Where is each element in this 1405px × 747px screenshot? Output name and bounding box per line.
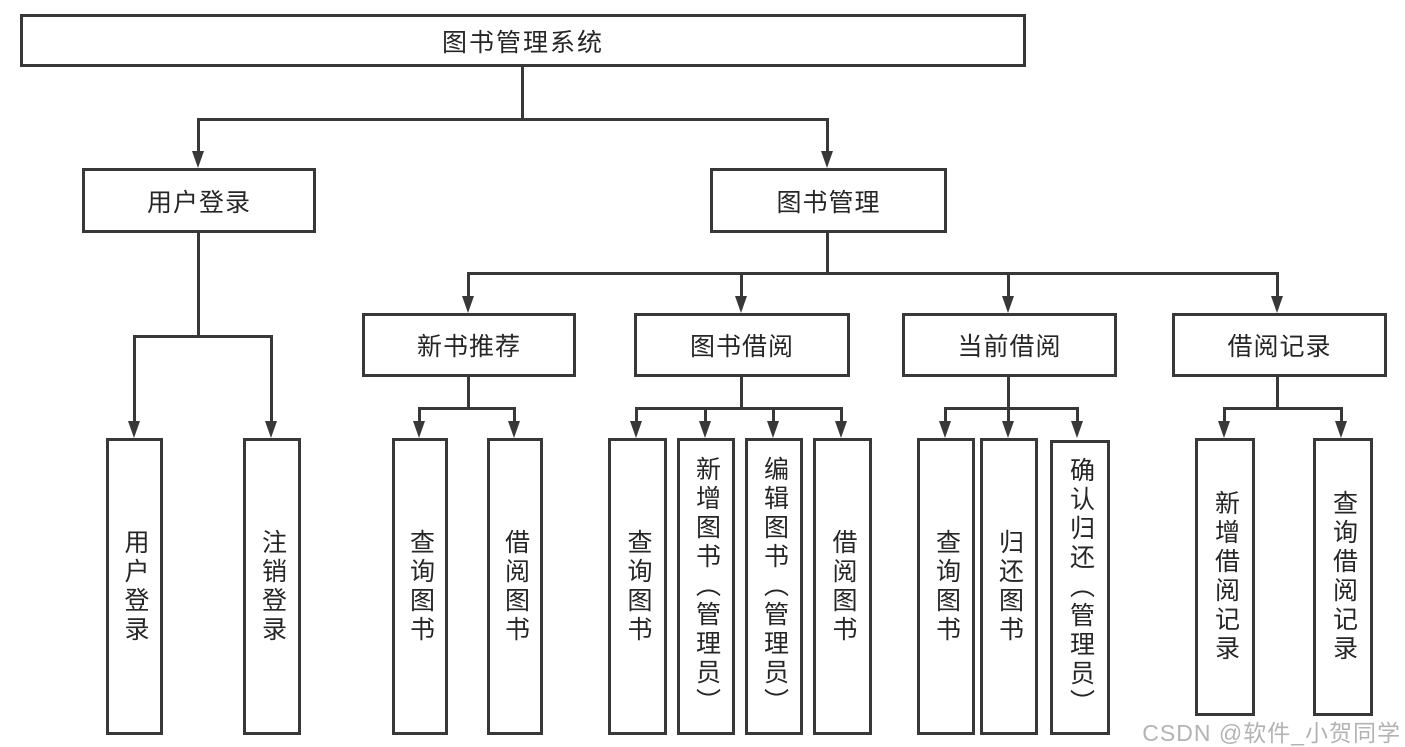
connector-line — [1223, 407, 1343, 410]
connector-line — [944, 407, 1079, 410]
arrow-down-icon — [1071, 421, 1083, 438]
connector-line — [1007, 407, 1010, 421]
node-new-book-recommend-label: 新书推荐 — [416, 333, 521, 361]
connector-line — [826, 233, 829, 272]
node-book-management-label: 图书管理 — [776, 188, 881, 217]
node-current-borrow: 当前借阅 — [902, 313, 1117, 377]
leaf-user-login: 用户登录 — [106, 438, 163, 735]
arrow-down-icon — [192, 151, 204, 168]
arrow-down-icon — [462, 296, 474, 313]
connector-line — [944, 407, 947, 421]
connector-line — [1340, 407, 1343, 421]
connector-line — [521, 67, 524, 118]
arrow-down-icon — [413, 421, 425, 438]
connector-line — [197, 233, 200, 335]
arrow-down-icon — [128, 421, 140, 438]
connector-line — [772, 407, 775, 421]
node-root-label: 图书管理系统 — [441, 28, 604, 57]
leaf-query-books-recommend: 查询图书 — [392, 438, 448, 735]
node-borrow-records: 借阅记录 — [1172, 313, 1387, 377]
csdn-watermark: CSDN @软件_小贺同学 — [1142, 720, 1401, 746]
arrow-down-icon — [735, 296, 747, 313]
arrow-down-icon — [767, 421, 779, 438]
connector-line — [270, 335, 273, 421]
leaf-logout: 注销登录 — [243, 438, 301, 735]
arrow-down-icon — [1335, 421, 1347, 438]
node-new-book-recommend: 新书推荐 — [362, 313, 576, 377]
arrow-down-icon — [1002, 421, 1014, 438]
node-current-borrow-label: 当前借阅 — [957, 333, 1062, 361]
arrow-down-icon — [508, 421, 520, 438]
connector-line — [740, 272, 743, 296]
connector-line — [704, 407, 707, 421]
leaf-borrow-books: 借阅图书 — [813, 438, 872, 735]
arrow-down-icon — [1271, 296, 1283, 313]
arrow-down-icon — [630, 421, 642, 438]
leaf-query-borrow-record: 查询借阅记录 — [1313, 438, 1373, 716]
connector-line — [467, 377, 470, 407]
node-root: 图书管理系统 — [20, 14, 1026, 67]
leaf-borrow-books-recommend: 借阅图书 — [487, 438, 543, 735]
node-book-management: 图书管理 — [710, 168, 947, 233]
leaf-return-book: 归还图书 — [980, 438, 1038, 735]
arrow-down-icon — [265, 421, 277, 438]
leaf-query-books-current: 查询图书 — [917, 438, 975, 735]
connector-line — [1007, 272, 1010, 296]
connector-line — [418, 407, 421, 421]
leaf-edit-book-admin: 编辑图书（管理员） — [745, 438, 803, 735]
connector-line — [826, 118, 829, 151]
connector-line — [740, 377, 743, 407]
leaf-query-books-borrow: 查询图书 — [608, 438, 667, 735]
arrow-down-icon — [835, 421, 847, 438]
connector-line — [840, 407, 843, 421]
connector-line — [418, 407, 515, 410]
node-user-login: 用户登录 — [82, 168, 316, 233]
node-book-borrow-label: 图书借阅 — [689, 333, 794, 361]
connector-line — [197, 118, 200, 151]
connector-line — [197, 118, 828, 121]
arrow-down-icon — [1218, 421, 1230, 438]
arrow-down-icon — [1002, 296, 1014, 313]
connector-line — [1276, 272, 1279, 296]
arrow-down-icon — [699, 421, 711, 438]
connector-line — [635, 407, 842, 410]
connector-line — [513, 407, 516, 421]
leaf-confirm-return-admin: 确认归还（管理员） — [1050, 440, 1110, 735]
connector-line — [133, 335, 136, 421]
connector-line — [1276, 377, 1279, 407]
leaf-add-book-admin: 新增图书（管理员） — [677, 438, 735, 735]
arrow-down-icon — [821, 151, 833, 168]
node-borrow-records-label: 借阅记录 — [1227, 333, 1332, 361]
node-user-login-label: 用户登录 — [146, 188, 251, 217]
connector-line — [467, 272, 470, 296]
connector-line — [467, 272, 1279, 275]
connector-line — [1007, 377, 1010, 407]
connector-line — [1223, 407, 1226, 421]
leaf-add-borrow-record: 新增借阅记录 — [1195, 438, 1255, 716]
connector-line — [133, 335, 273, 338]
arrow-down-icon — [939, 421, 951, 438]
connector-line — [635, 407, 638, 421]
node-book-borrow: 图书借阅 — [634, 313, 850, 377]
connector-line — [1076, 407, 1079, 421]
